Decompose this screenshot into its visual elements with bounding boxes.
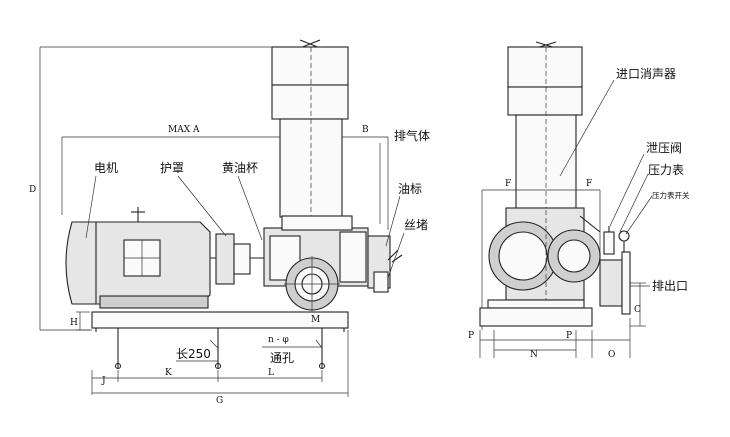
dimension-g: G xyxy=(92,330,349,406)
dimension-d: D xyxy=(29,46,300,331)
dimension-chain-jkl: J K L xyxy=(91,368,323,395)
dim-p-left-label: P xyxy=(468,331,474,341)
dim-f-left-label: F xyxy=(505,179,511,189)
label-guard: 护罩 xyxy=(160,161,184,175)
label-pressure-gauge: 压力表 xyxy=(648,163,684,177)
blower-body-side xyxy=(488,207,601,304)
front-view: D MAX A B xyxy=(29,39,430,406)
label-relief-valve: 泄压阀 xyxy=(646,141,682,155)
valve-and-gauges xyxy=(603,226,630,255)
base-side xyxy=(479,299,593,327)
dim-h-label: H xyxy=(70,318,78,328)
dim-c-label: C xyxy=(634,305,641,315)
label-exhaust-body: 排气体 xyxy=(394,128,430,143)
dim-o-label: O xyxy=(608,350,615,360)
dim-m-label: M xyxy=(311,315,320,325)
dim-k-label: K xyxy=(165,368,172,378)
front-callout-leaders xyxy=(85,143,405,362)
inlet-silencer-front xyxy=(271,39,349,218)
side-bottom-dimensions: P P N O xyxy=(468,318,631,360)
dim-f-right-label: F xyxy=(586,179,592,189)
dim-n-label: N xyxy=(530,350,538,360)
label-through-hole: 通孔 xyxy=(270,351,294,365)
outlet-flange xyxy=(599,251,631,315)
label-plug: 丝堵 xyxy=(404,218,428,232)
dim-d-label: D xyxy=(29,185,36,195)
motor xyxy=(65,207,228,309)
dimension-c: C xyxy=(630,282,646,327)
dimension-f: F F xyxy=(481,179,601,330)
side-callout-leaders xyxy=(559,79,653,287)
label-gauge-switch: 压力表开关 xyxy=(652,190,690,200)
label-n-phi: n - φ xyxy=(268,335,289,345)
label-grease-cup: 黄油杯 xyxy=(222,161,258,175)
label-outlet: 排出口 xyxy=(652,279,688,293)
dim-g-label: G xyxy=(216,396,223,406)
dimension-h: H xyxy=(70,311,90,331)
dim-b-label: B xyxy=(362,125,369,135)
dim-l-label: L xyxy=(268,368,274,378)
label-motor: 电机 xyxy=(94,161,118,175)
dim-j-label: J xyxy=(101,376,106,386)
coupling-guard xyxy=(215,233,268,285)
side-view: F F xyxy=(468,41,690,360)
base-frame: M xyxy=(91,311,349,332)
dim-p-right-label: P xyxy=(566,331,572,341)
inlet-silencer-side xyxy=(507,41,583,212)
label-oil-gauge: 油标 xyxy=(398,182,422,196)
blower-body xyxy=(263,215,403,312)
label-inlet-silencer: 进口消声器 xyxy=(616,67,676,81)
label-length: 长250 xyxy=(176,347,211,361)
dim-max-a-label: MAX A xyxy=(168,125,200,135)
